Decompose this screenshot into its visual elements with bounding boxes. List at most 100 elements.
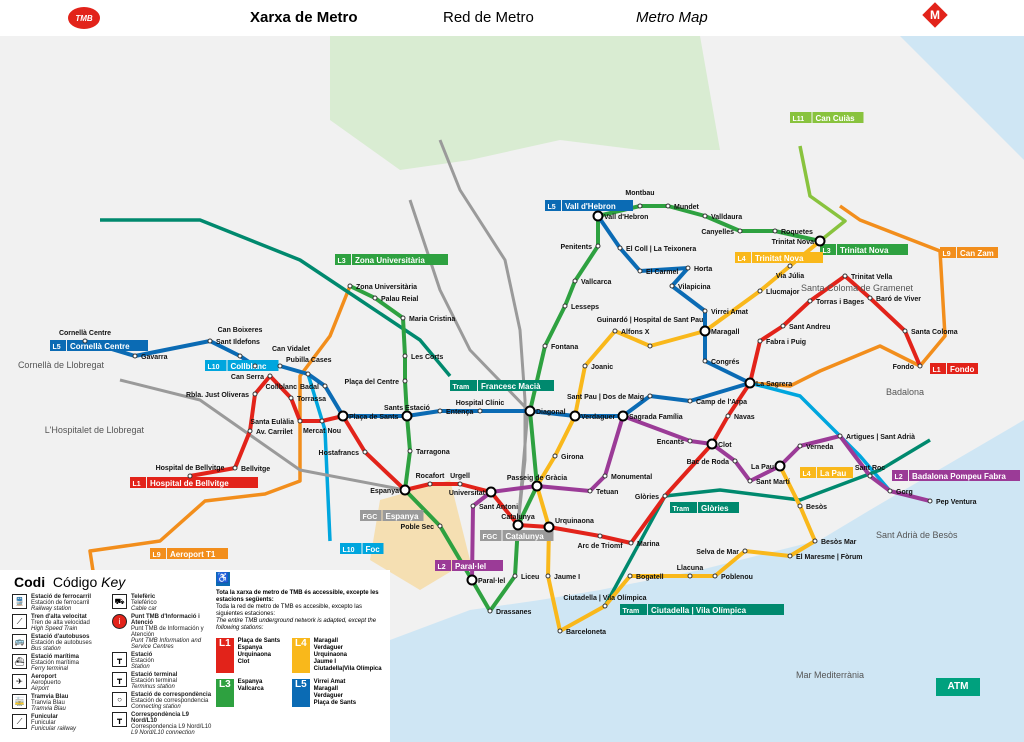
station[interactable]: Hostafrancs — [319, 449, 368, 457]
station[interactable]: Valldaura — [702, 213, 742, 221]
station[interactable]: Tetuan — [587, 488, 618, 496]
station[interactable]: Poblenou — [712, 573, 753, 581]
station[interactable]: Jaume I — [545, 573, 580, 581]
station[interactable]: Sant Antoni — [470, 503, 518, 511]
station[interactable]: Besòs Mar — [812, 538, 857, 546]
station[interactable]: Vallcarca — [572, 278, 611, 286]
station[interactable]: Clot — [706, 438, 733, 450]
station[interactable]: Via Júlia — [776, 263, 804, 280]
station[interactable]: Catalunya — [501, 514, 535, 531]
station[interactable]: Virrei Amat — [702, 308, 749, 316]
station[interactable]: Palau Reial — [372, 295, 418, 303]
station[interactable]: Fontana — [542, 343, 578, 351]
station[interactable]: Collblanc — [265, 371, 311, 391]
station[interactable]: Monumental — [602, 473, 652, 481]
station[interactable]: Torras i Bages — [807, 298, 864, 306]
station[interactable]: Torrassa — [288, 395, 326, 403]
station[interactable]: Horta — [685, 265, 712, 273]
station[interactable]: Encants — [657, 438, 693, 446]
station[interactable]: Baró de Viver — [867, 295, 921, 303]
station[interactable]: El Coll | La Teixonera — [617, 245, 696, 253]
station[interactable]: Guinardó | Hospital de Sant Pau — [597, 317, 704, 349]
station[interactable]: Roquetes — [772, 228, 813, 236]
station[interactable]: Girona — [552, 453, 584, 461]
station[interactable]: Penitents — [560, 243, 601, 251]
station[interactable]: Can Serra — [231, 373, 273, 381]
station[interactable]: Badal — [300, 383, 328, 391]
station[interactable]: Sant Ildefons — [207, 338, 260, 346]
station[interactable]: Urgell — [450, 473, 470, 487]
station[interactable]: Mundet — [665, 203, 700, 211]
station[interactable]: Bac de Roda — [687, 458, 738, 466]
station[interactable]: Fondo — [893, 363, 923, 371]
station[interactable]: Universitat — [449, 486, 497, 498]
station[interactable]: Verdaguer — [569, 410, 616, 422]
station[interactable]: Marina — [628, 540, 660, 548]
station[interactable]: Bogatell — [627, 573, 664, 581]
station[interactable]: Hospital Clínic — [456, 400, 505, 414]
station[interactable]: Selva de Mar — [696, 548, 748, 556]
station[interactable]: Pep Ventura — [927, 498, 977, 506]
station[interactable]: Sants Estació — [384, 405, 430, 422]
station[interactable]: Sant Roc — [855, 465, 885, 479]
station[interactable]: Vall d'Hebron — [592, 210, 649, 222]
station[interactable]: Arc de Triomf — [577, 533, 623, 550]
line-l3-path[interactable] — [349, 204, 821, 613]
station[interactable]: Liceu — [512, 573, 539, 581]
station[interactable]: Plaça del Centre — [345, 378, 408, 386]
station[interactable]: Hospital de Bellvitge — [156, 465, 225, 479]
station[interactable]: Navas — [725, 413, 755, 421]
station[interactable]: Urquinaona — [543, 518, 594, 533]
station[interactable]: Santa Coloma — [902, 328, 958, 336]
station[interactable]: Artigues | Sant Adrià — [837, 433, 915, 441]
station[interactable]: Montbau — [625, 190, 655, 209]
station[interactable]: Llacuna — [677, 565, 704, 579]
station[interactable]: La Sagrera — [744, 377, 793, 389]
station[interactable]: Paral·lel — [466, 574, 506, 586]
station[interactable]: Mercat Nou — [303, 418, 341, 435]
station[interactable]: Can Vidalet — [252, 346, 311, 369]
station[interactable]: Av. Carrilet — [247, 428, 293, 436]
station[interactable]: Les Corts — [402, 353, 443, 361]
station[interactable]: Rocafort — [416, 473, 445, 487]
station[interactable]: Llucmajor — [757, 288, 800, 296]
station[interactable]: Entença — [437, 408, 473, 416]
station[interactable]: Santa Eulàlia — [250, 418, 303, 426]
station[interactable]: Glòries — [635, 493, 668, 501]
station[interactable]: Pubilla Cases — [277, 357, 332, 369]
station[interactable]: Joanic — [582, 363, 613, 371]
line-l4-path[interactable] — [535, 239, 822, 633]
station[interactable]: Sagrada Família — [617, 410, 683, 422]
station[interactable]: Maragall — [699, 325, 740, 337]
station[interactable]: Alfons X — [612, 328, 650, 336]
station[interactable]: Can Boixeres — [218, 327, 263, 359]
station[interactable]: Zona Universitària — [347, 283, 417, 291]
station[interactable]: Fabra i Puig — [757, 338, 806, 346]
station[interactable]: Gorg — [887, 488, 913, 496]
station[interactable]: Maria Cristina — [400, 315, 455, 323]
station[interactable]: Barceloneta — [557, 628, 606, 636]
station[interactable]: Congrés — [702, 358, 740, 366]
station[interactable]: Sant Pau | Dos de Maig — [567, 393, 653, 401]
station[interactable]: Sant Martí — [747, 478, 791, 486]
station[interactable]: Diagonal — [524, 405, 566, 417]
